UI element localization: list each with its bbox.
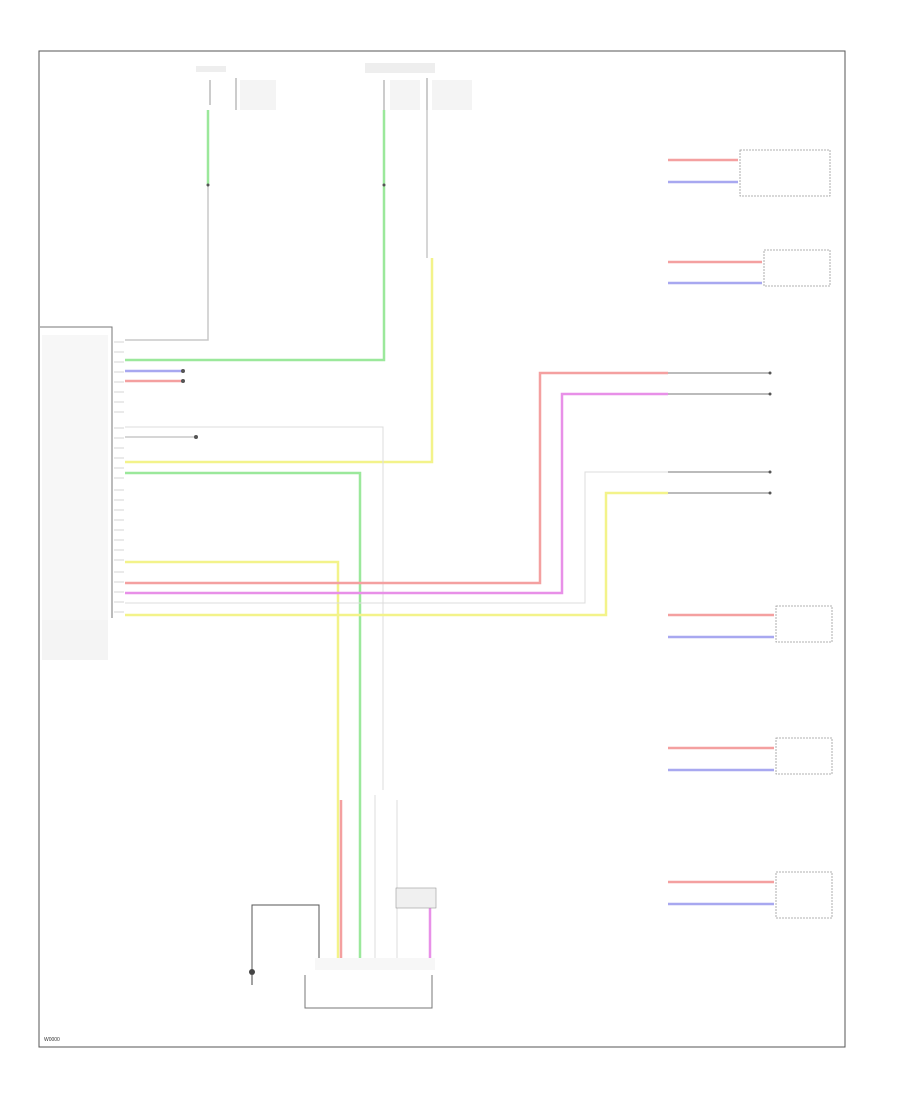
ground-icon [249, 969, 255, 985]
wire-green-main [125, 110, 386, 362]
module-4 [668, 737, 833, 775]
fuse-block-left [196, 66, 276, 110]
wire-gray-425 [125, 426, 384, 790]
connection-dots [181, 183, 772, 495]
diagram-frame [38, 50, 846, 1048]
wire-yellow-main [125, 258, 434, 464]
right-connector-stubs [668, 372, 770, 494]
wire-gray-ground-loop [251, 904, 320, 970]
module-2 [668, 249, 831, 287]
wire-green-lower [125, 471, 362, 970]
wire-gray-604 [125, 471, 668, 604]
control-unit-pin-marks [114, 341, 124, 613]
wire-gray-power-left [125, 185, 209, 341]
footer-code: W0000 [44, 1037, 60, 1043]
fuse-block-middle [365, 63, 472, 110]
control-unit-box [40, 326, 113, 660]
module-3 [668, 605, 833, 643]
module-1 [668, 149, 831, 197]
wire-pink-long [125, 392, 668, 595]
wire-yellow-615 [125, 491, 668, 617]
wire-yellow-lower [125, 560, 340, 970]
module-5 [668, 871, 833, 919]
bottom-connector [304, 887, 437, 1009]
wire-red-long [125, 371, 668, 585]
